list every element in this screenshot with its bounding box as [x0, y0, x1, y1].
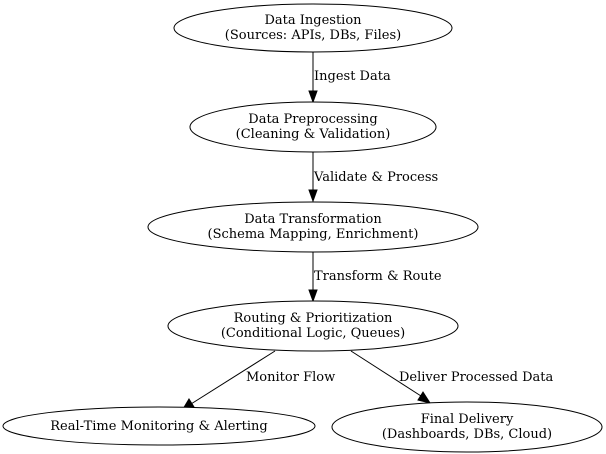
node-routing-prioritization: Routing & Prioritization (Conditional Lo…: [167, 300, 459, 352]
node-title: Final Delivery: [421, 412, 514, 427]
edge-ingest: Ingest Data: [308, 52, 391, 104]
node-subtitle: (Dashboards, DBs, Cloud): [382, 427, 552, 442]
node-title: Data Transformation: [244, 212, 382, 227]
edge-deliver: Deliver Processed Data: [350, 350, 553, 404]
node-title: Routing & Prioritization: [234, 311, 393, 326]
edge-validate: Validate & Process: [308, 152, 438, 203]
edge-transform: Transform & Route: [308, 252, 442, 303]
node-title: Data Ingestion: [264, 13, 362, 28]
edge-label-validate: Validate & Process: [313, 170, 438, 185]
edge-label-ingest: Ingest Data: [314, 69, 391, 84]
arrowhead: [417, 391, 432, 404]
edge-monitor: Monitor Flow: [182, 350, 335, 410]
arrowhead: [308, 289, 318, 303]
node-subtitle: (Schema Mapping, Enrichment): [208, 227, 419, 242]
node-subtitle: (Cleaning & Validation): [236, 127, 391, 142]
node-data-transformation: Data Transformation (Schema Mapping, Enr…: [147, 201, 479, 253]
node-data-preprocessing: Data Preprocessing (Cleaning & Validatio…: [189, 101, 437, 153]
arrowhead: [308, 90, 318, 104]
edge-label-transform: Transform & Route: [314, 269, 442, 284]
edge-label-monitor: Monitor Flow: [246, 370, 335, 385]
node-subtitle: (Sources: APIs, DBs, Files): [225, 28, 401, 43]
node-title: Real-Time Monitoring & Alerting: [50, 419, 267, 434]
node-subtitle: (Conditional Logic, Queues): [221, 326, 405, 341]
arrowhead: [308, 189, 318, 203]
node-data-ingestion: Data Ingestion (Sources: APIs, DBs, File…: [173, 3, 453, 53]
node-final-delivery: Final Delivery (Dashboards, DBs, Cloud): [331, 401, 603, 453]
node-title: Data Preprocessing: [248, 112, 377, 127]
edge-label-deliver: Deliver Processed Data: [399, 370, 553, 385]
node-real-time-monitoring: Real-Time Monitoring & Alerting: [2, 406, 316, 446]
